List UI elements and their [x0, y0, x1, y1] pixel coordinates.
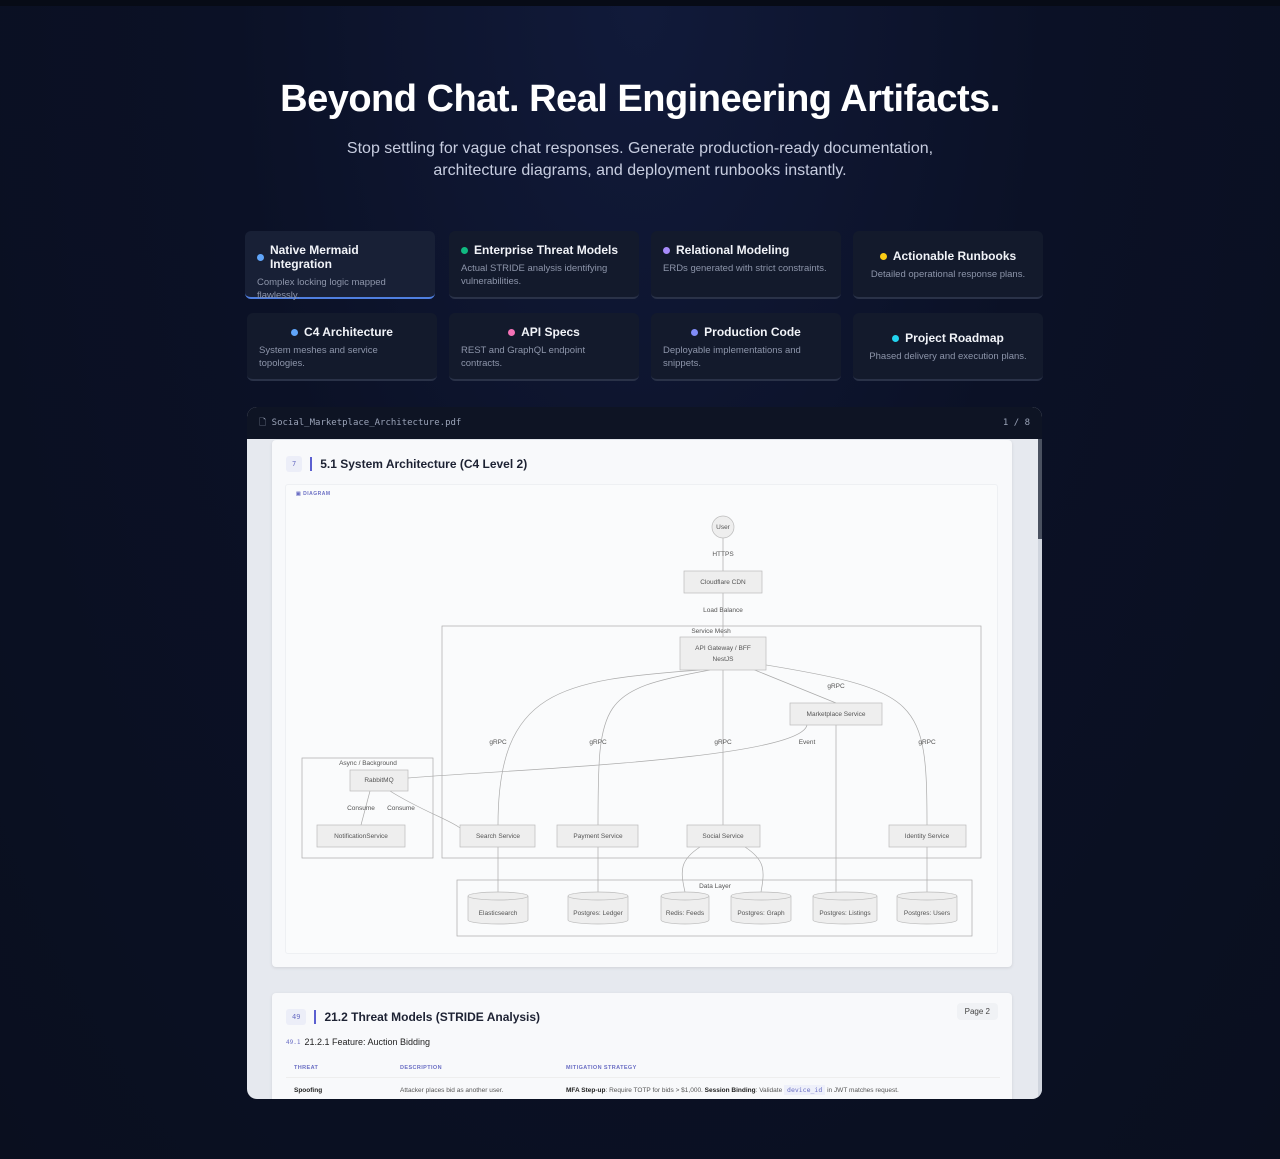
- status-dot-icon: [663, 246, 670, 254]
- svg-text:gRPC: gRPC: [918, 739, 936, 746]
- feature-title: Enterprise Threat Models: [474, 243, 619, 257]
- page-badge: Page 2: [956, 1003, 998, 1020]
- feature-desc: Phased delivery and execution plans.: [869, 351, 1027, 362]
- scrollbar-thumb[interactable]: [1038, 439, 1042, 539]
- status-dot-icon: [691, 328, 699, 336]
- feature-desc: Detailed operational response plans.: [870, 269, 1026, 280]
- top-bar: [0, 0, 1280, 6]
- svg-text:Cloudflare CDN: Cloudflare CDN: [700, 579, 746, 586]
- file-icon: 🗋: [259, 418, 267, 428]
- feature-title: Actionable Runbooks: [892, 249, 1017, 263]
- svg-text:HTTPS: HTTPS: [712, 551, 734, 558]
- database-cylinder: [730, 891, 792, 925]
- hero-title: Beyond Chat. Real Engineering Artifacts.: [280, 78, 1000, 120]
- feature-title: Relational Modeling: [676, 243, 790, 257]
- svg-text:Elasticsearch: Elasticsearch: [479, 910, 518, 917]
- status-dot-icon: [257, 253, 264, 261]
- filename: Social_Marketplace_Architecture.pdf: [271, 418, 462, 428]
- service-mesh-boundary: [441, 625, 982, 859]
- svg-text:Redis: Feeds: Redis: Feeds: [666, 910, 705, 917]
- svg-text:NestJS: NestJS: [713, 656, 735, 663]
- svg-text:Social Service: Social Service: [702, 833, 744, 840]
- scrollbar[interactable]: [1038, 439, 1042, 1099]
- status-dot-icon: [461, 246, 468, 254]
- svg-text:Load Balance: Load Balance: [703, 607, 743, 614]
- feature-title: API Specs: [521, 325, 580, 339]
- data-layer-boundary: [456, 879, 973, 937]
- svg-text:Search Service: Search Service: [476, 833, 520, 840]
- viewer-toolbar: 🗋 Social_Marketplace_Architecture.pdf 1 …: [247, 407, 1042, 439]
- feature-title: Project Roadmap: [905, 331, 1004, 345]
- feature-title: Production Code: [704, 325, 801, 339]
- page-indicator: 1 / 8: [1002, 418, 1030, 428]
- svg-text:Identity Service: Identity Service: [905, 833, 950, 840]
- feature-title: C4 Architecture: [304, 325, 393, 339]
- svg-text:Data Layer: Data Layer: [699, 883, 732, 890]
- svg-text:gRPC: gRPC: [714, 739, 732, 746]
- database-cylinder: [812, 891, 878, 925]
- svg-text:API Gateway / BFF: API Gateway / BFF: [695, 645, 751, 652]
- section-number: 49: [286, 1009, 307, 1025]
- feature-title: Native Mermaid Integration: [269, 243, 359, 271]
- svg-text:gRPC: gRPC: [489, 739, 507, 746]
- section-number: 7: [286, 456, 303, 472]
- svg-text:gRPC: gRPC: [589, 739, 607, 746]
- feature-desc: ERDs generated with strict constraints.: [663, 263, 827, 274]
- pdf-viewer: 🗋 Social_Marketplace_Architecture.pdf 1 …: [247, 407, 1042, 1099]
- database-cylinder: [660, 891, 710, 925]
- database-cylinder: [467, 891, 529, 925]
- svg-text:RabbitMQ: RabbitMQ: [364, 777, 393, 784]
- svg-text:Postgres: Users: Postgres: Users: [904, 910, 951, 917]
- hero-subtitle: Stop settling for vague chat responses. …: [346, 140, 934, 179]
- diagram-icon: ▣: [296, 491, 302, 497]
- async-boundary: [301, 757, 434, 859]
- document-page: 49 21.2 Threat Models (STRIDE Analysis) P…: [272, 993, 1012, 1099]
- svg-text:Async / Background: Async / Background: [339, 760, 397, 767]
- status-dot-icon: [291, 328, 299, 336]
- feature-desc: Actual STRIDE analysis identifying vulne…: [461, 263, 608, 287]
- svg-text:Postgres: Listings: Postgres: Listings: [819, 910, 871, 917]
- section-title: 21.2 Threat Models (STRIDE Analysis): [324, 1010, 541, 1024]
- feature-desc: System meshes and service topologies.: [259, 345, 378, 369]
- feature-desc: REST and GraphQL endpoint contracts.: [461, 345, 586, 369]
- svg-text:Marketplace Service: Marketplace Service: [807, 711, 866, 718]
- database-cylinder: [567, 891, 629, 925]
- svg-text:Postgres: Graph: Postgres: Graph: [737, 910, 785, 917]
- svg-text:Consume: Consume: [347, 805, 375, 812]
- status-dot-icon: [892, 334, 900, 342]
- svg-text:Postgres: Ledger: Postgres: Ledger: [573, 910, 623, 917]
- section-title: 5.1 System Architecture (C4 Level 2): [320, 457, 528, 471]
- feature-desc: Complex locking logic mapped flawlessly.: [257, 277, 386, 301]
- status-dot-icon: [508, 328, 516, 336]
- diagram-svg: User HTTPS Cloudflare CDN Load Balance S…: [301, 515, 982, 937]
- svg-text:Event: Event: [799, 739, 816, 746]
- svg-text:Consume: Consume: [387, 805, 415, 812]
- status-dot-icon: [879, 252, 887, 260]
- svg-text:Payment Service: Payment Service: [573, 833, 623, 840]
- svg-text:gRPC: gRPC: [827, 683, 845, 690]
- svg-text:NotificationService: NotificationService: [334, 833, 388, 840]
- svg-text:User: User: [716, 524, 731, 531]
- svg-text:Service Mesh: Service Mesh: [691, 628, 731, 635]
- database-cylinder: [896, 891, 958, 925]
- feature-desc: Deployable implementations and snippets.: [663, 345, 801, 369]
